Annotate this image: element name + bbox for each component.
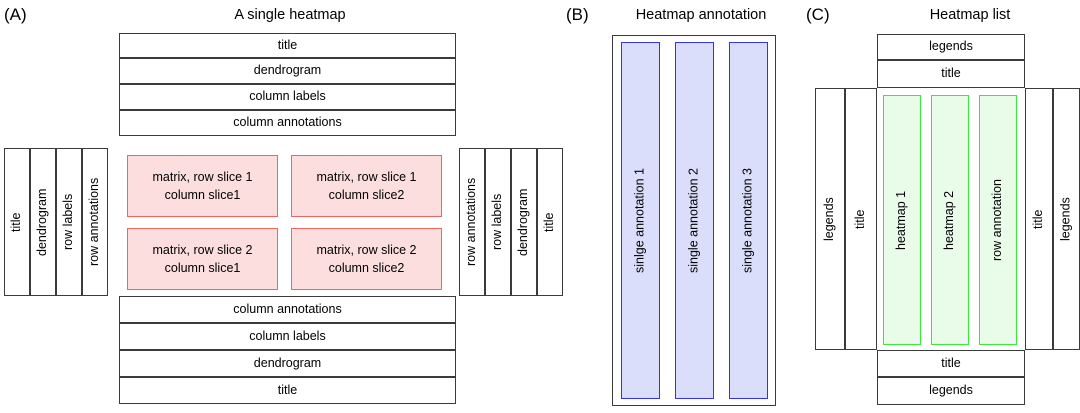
panel-a-bottom-row-column-labels: column labels [119,323,456,350]
panel-c-bottom-row-title: title [877,350,1025,377]
panel-c-left-col-legends: legends [815,88,845,350]
panel-b-letter: (B) [566,5,589,24]
panel-c-title: Heatmap list [929,7,1011,23]
panel-a-top-row-title: title [119,33,456,58]
panel-a-bottom-row-column-annotations: column annotations [119,296,456,323]
panel-c-top-row-legends: legends [877,34,1025,60]
panel-a-top-row-column-annotations: column annotations [119,110,456,136]
panel-a-left-col-dendrogram: dendrogram [30,148,56,296]
panel-c-heatmap-1: heatmap 1 [883,95,921,345]
panel-c-right-col-legends: legends [1053,88,1080,350]
panel-a-right-col-dendrogram: dendrogram [511,148,537,296]
panel-a-title: A single heatmap [234,7,346,23]
panel-a-matrix-r1c2: matrix, row slice 1 column slice2 [291,155,442,217]
panel-c-left-col-title: title [845,88,877,350]
panel-b-annotation-2: single annotation 2 [675,42,714,399]
panel-a-top-row-dendrogram: dendrogram [119,58,456,84]
panel-a-right-col-title: title [537,148,563,296]
panel-c-row-annotation: row annotation [979,95,1017,345]
panel-a-letter: (A) [4,5,27,24]
panel-a-left-col-title: title [4,148,30,296]
panel-b-title: Heatmap annotation [635,7,767,23]
panel-a-left-col-row-annotations: row annotations [82,148,108,296]
panel-c-heatmap-2: heatmap 2 [931,95,969,345]
panel-a-right-col-row-annotations: row annotations [459,148,485,296]
panel-a-matrix-r2c1: matrix, row slice 2 column slice1 [127,228,278,290]
panel-c-letter: (C) [806,5,830,24]
panel-a-top-row-column-labels: column labels [119,84,456,110]
panel-c-bottom-row-legends: legends [877,377,1025,405]
panel-b-annotation-1: sinlge annotation 1 [621,42,660,399]
panel-a-left-col-row-labels: row labels [56,148,82,296]
panel-c-top-row-title: title [877,60,1025,88]
panel-a-matrix-r2c2: matrix, row slice 2 column slice2 [291,228,442,290]
panel-c-right-col-title: title [1025,88,1053,350]
panel-a-bottom-row-dendrogram: dendrogram [119,350,456,377]
panel-a-matrix-r1c1: matrix, row slice 1 column slice1 [127,155,278,217]
panel-a-right-col-row-labels: row labels [485,148,511,296]
panel-b-annotation-3: single annotation 3 [729,42,768,399]
panel-a-bottom-row-title: title [119,377,456,404]
